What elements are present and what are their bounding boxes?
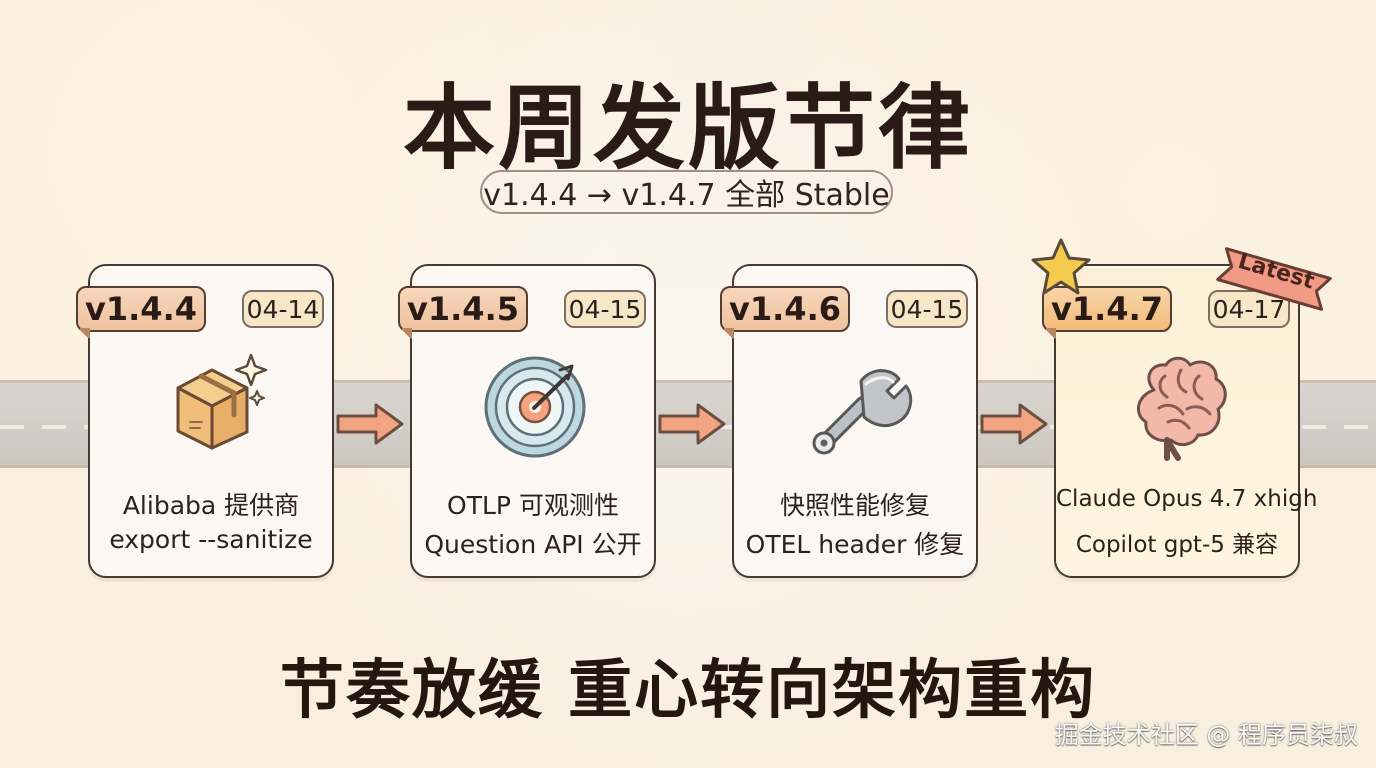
arrow-right-icon [334,398,406,450]
star-icon [1026,236,1096,300]
watermark: 掘金技术社区 @ 程序员柒叔 [1055,715,1358,750]
description-line: OTLP 可观测性 [412,486,654,522]
description-line: Copilot gpt-5 兼容 [1056,525,1298,559]
description-line: Claude Opus 4.7 xhigh [1056,486,1298,512]
date-tag: 04-15 [886,290,968,328]
arrow-right-icon [978,398,1050,450]
release-range-badge: v1.4.4 → v1.4.7 全部 Stable [480,170,893,214]
release-card-v1-4-5: v1.4.5 04-15 OTLP 可观测性 Question API 公开 [410,264,656,578]
page-title: 本周发版节律 [0,54,1376,187]
description-line: OTEL header 修复 [734,525,976,561]
description-line: 快照性能修复 [734,486,976,522]
date-tag: 04-14 [242,290,324,328]
description-line: export --sanitize [90,525,332,554]
wrench-icon [798,348,916,466]
version-tag: v1.4.5 [398,286,528,332]
release-card-v1-4-6: v1.4.6 04-15 快照性能修复 OTEL header 修复 [732,264,978,578]
date-tag: 04-15 [564,290,646,328]
package-icon [154,348,272,466]
arrow-right-icon [656,398,728,450]
release-card-v1-4-4: v1.4.4 04-14 Alibaba 提供商 export --saniti… [88,264,334,578]
brain-icon [1120,348,1238,466]
description-line: Question API 公开 [412,525,654,561]
target-icon [476,348,594,466]
description-line: Alibaba 提供商 [90,486,332,522]
version-tag: v1.4.6 [720,286,850,332]
version-tag: v1.4.4 [76,286,206,332]
